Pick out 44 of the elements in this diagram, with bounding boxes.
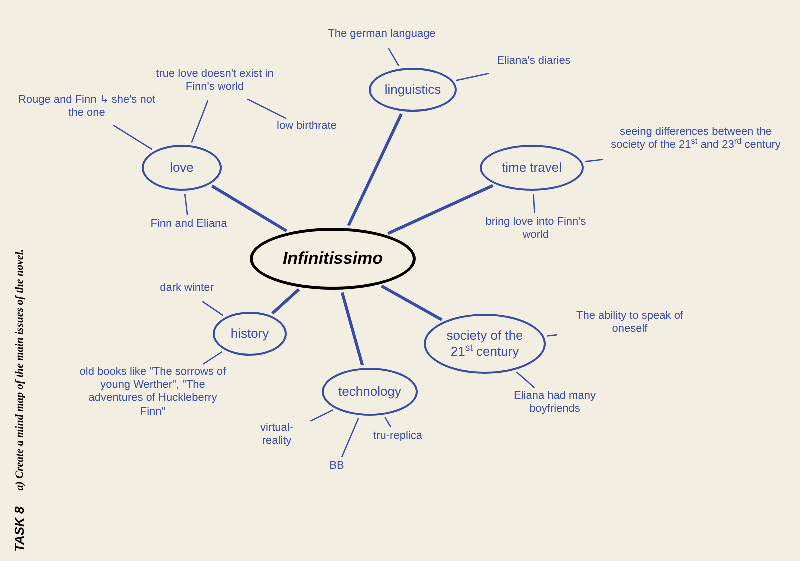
branch-line xyxy=(380,284,443,322)
note-text: The ability to speak of oneself xyxy=(560,310,700,342)
note-text: tru-replica xyxy=(360,430,436,448)
task-instruction: a) Create a mind map of the main issues of the novel. xyxy=(12,249,27,491)
connector-line xyxy=(341,418,360,458)
branch-line xyxy=(211,184,288,232)
connector-line xyxy=(202,301,224,316)
branch-line xyxy=(347,113,403,226)
connector-line xyxy=(456,73,490,82)
topic-label: time travel xyxy=(502,160,562,176)
note-text: BB xyxy=(322,460,352,478)
branch-line xyxy=(272,288,300,315)
note-text: low birthrate xyxy=(260,120,354,138)
connector-line xyxy=(184,194,188,216)
note-text: bring love into Finn's world xyxy=(484,216,588,248)
note-text: Eliana's diaries xyxy=(478,55,590,73)
branch-line xyxy=(340,292,364,366)
connector-line xyxy=(547,334,558,337)
note-text: seeing differences between the society of the 21$^{st}$ and 23$^{rd}$ century xyxy=(606,126,786,172)
note-text: old books like "The sorrows of young Werther", "The adventures of Huckleberry Finn" xyxy=(78,366,228,428)
topic-label: history xyxy=(230,326,270,342)
note-text: Eliana had many boyfriends xyxy=(494,390,616,422)
topic-label: love xyxy=(170,160,194,176)
connector-line xyxy=(310,410,334,422)
connector-line xyxy=(585,159,604,162)
connector-line xyxy=(202,351,223,365)
connector-line xyxy=(532,194,536,214)
topic-label: linguistics xyxy=(384,82,442,98)
note-text: virtual-reality xyxy=(246,422,308,454)
topic-label: society of the 21$^{st}$ century xyxy=(446,328,524,360)
connector-line xyxy=(384,417,392,428)
connector-line xyxy=(113,125,153,150)
note-text: The german language xyxy=(326,28,438,46)
connector-line xyxy=(516,372,536,388)
note-text: Rouge and Finn ↳ she's not the one xyxy=(14,94,160,124)
branch-line xyxy=(388,184,494,236)
connector-line xyxy=(191,100,209,143)
note-text: Finn and Eliana xyxy=(138,218,240,236)
connector-line xyxy=(388,48,400,67)
topic-label: technology xyxy=(338,384,402,400)
task-heading: TASK 8 xyxy=(11,506,28,552)
note-text: dark winter xyxy=(144,282,230,300)
connector-line xyxy=(247,98,287,120)
topic-title: Infinitissimo xyxy=(282,248,384,270)
